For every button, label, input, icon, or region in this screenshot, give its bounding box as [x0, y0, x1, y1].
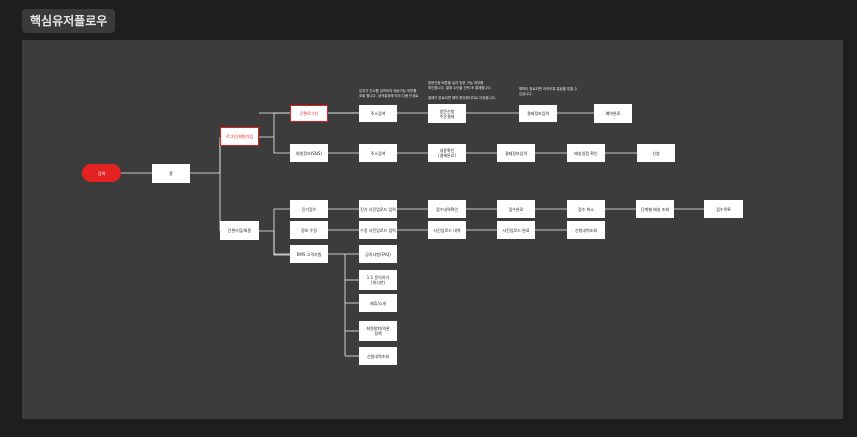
delivery-check-node[interactable]: 배송일정 확인 — [567, 144, 605, 162]
reserve-complete-node[interactable]: 예약완료 — [594, 104, 632, 123]
row3-node-a[interactable]: RMS 고객지원 — [290, 245, 328, 263]
row1-node-f[interactable]: 단계별 배송 조회 — [636, 200, 674, 218]
row1-node-b[interactable]: 진기 사진업로드 입력 — [359, 200, 397, 218]
support-node-partner[interactable]: 제휴/소개 — [359, 294, 397, 312]
row2-node-e[interactable]: 신청내역조회 — [567, 221, 605, 239]
edge-login-split — [259, 112, 290, 138]
edge-join-split — [259, 208, 290, 232]
row2-node-a[interactable]: 정보 수정 — [290, 221, 328, 239]
row1-node-e[interactable]: 접수 취소 — [567, 200, 605, 218]
row1-node-g[interactable]: 접수목록 — [704, 200, 743, 218]
row2-node-c[interactable]: 사진업로드 내역 — [428, 221, 466, 239]
row1-node-a[interactable]: 진기접수 — [290, 200, 328, 218]
note-complete: 예약이 완료되면 카카오톡 알림을 받을 수 있습니다. — [519, 87, 578, 96]
user-info-node[interactable]: 회원정보(SNS) — [290, 144, 328, 162]
addr-search-node-2[interactable]: 주소검색 — [359, 144, 397, 162]
login-node[interactable]: 로그인/회원가입 — [220, 127, 259, 146]
payment-input-node[interactable]: 결제정보입력 — [497, 144, 535, 162]
addr-search-node-1[interactable]: 주소검색 — [359, 105, 397, 122]
edge-r3 — [273, 231, 290, 255]
diagram-canvas: 검색 홈 로그인/회원가입 간편가입/회원 간편로그인 회원정보(SNS) 주소… — [22, 40, 843, 419]
order-node-2[interactable]: 내용확인(결제완료) — [428, 144, 466, 162]
edge-login-userinfo — [273, 137, 290, 154]
edge-join-r2 — [273, 231, 290, 256]
row1-node-d[interactable]: 접수완료 — [497, 200, 535, 218]
flow-connectors — [121, 112, 704, 357]
apply-node[interactable]: 신청 — [637, 144, 675, 162]
board-title[interactable]: 핵심유저플로우 — [22, 9, 116, 33]
home-node[interactable]: 홈 — [152, 164, 190, 183]
support-node-inquiry[interactable]: 1:1 문의하기(게시판) — [359, 270, 397, 290]
support-node-faq[interactable]: 공지사항(FAQ) — [359, 245, 397, 263]
note-order: 방문신청 버튼을 눌러 방문 가능 여부를 확인합니다. 결제 수단을 선택 후… — [428, 81, 496, 100]
support-node-history[interactable]: 신청내역조회 — [359, 347, 397, 365]
payment-node[interactable]: 결제정보입력 — [519, 105, 557, 122]
row2-node-b[interactable]: 수정 사진업로드 입력 — [359, 221, 397, 239]
easy-join-node[interactable]: 간편가입/회원 — [220, 221, 259, 240]
easy-signin-node[interactable]: 간편로그인 — [290, 105, 328, 122]
note-address: 유저가 주소를 입력하여 배송가능 여부를 조회 합니다. 검색결과에 따라 다… — [359, 89, 419, 98]
row1-node-c[interactable]: 접수내역확인 — [428, 200, 466, 218]
start-node[interactable]: 검색 — [82, 164, 121, 182]
row2-node-d[interactable]: 사진업로드 완료 — [497, 221, 535, 239]
